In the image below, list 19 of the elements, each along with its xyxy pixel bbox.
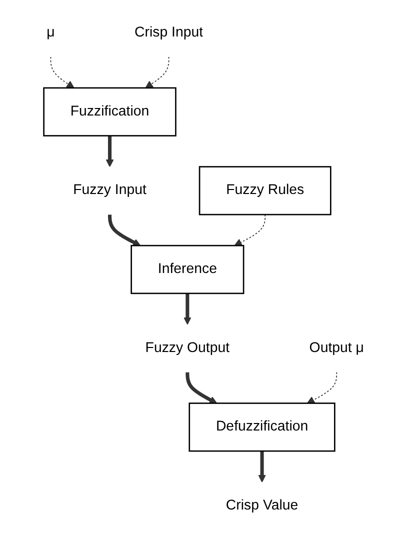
arrow	[144, 56, 169, 88]
node-text: μ	[46, 25, 55, 40]
arrow	[106, 136, 114, 168]
node-text: Crisp Input	[134, 25, 203, 40]
node-text: Fuzzy Output	[144, 340, 230, 356]
arrow	[234, 214, 266, 246]
node-box: Defuzzification	[188, 402, 336, 452]
node-box: Fuzzy Rules	[198, 166, 332, 216]
arrow	[306, 372, 337, 404]
arrow	[258, 451, 266, 482]
arrow	[108, 214, 140, 246]
node-text: Output μ	[308, 340, 364, 356]
node-box: Fuzzification	[42, 87, 176, 136]
node-text: Crisp Value	[226, 498, 298, 514]
arrow	[50, 56, 74, 88]
arrow	[183, 293, 192, 325]
arrow	[185, 372, 217, 404]
node-box: Inference	[130, 244, 244, 294]
node-text: Fuzzy Input	[72, 182, 146, 198]
